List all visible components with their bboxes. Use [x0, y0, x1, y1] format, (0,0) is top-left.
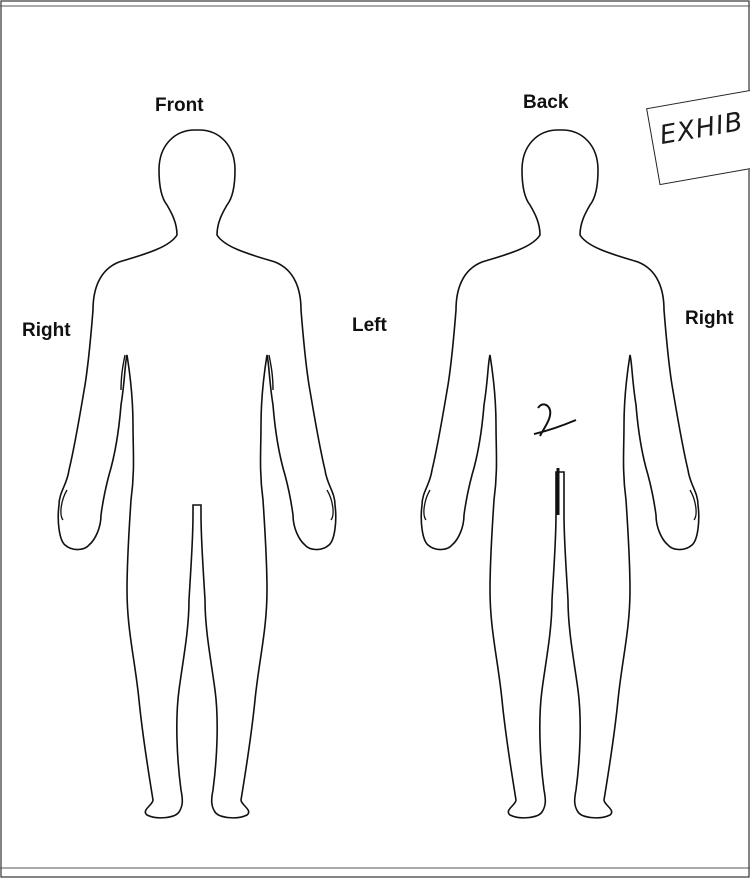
front-left-thumb	[61, 490, 67, 520]
handwritten-mark-7	[534, 404, 576, 436]
back-left-thumb	[424, 490, 430, 520]
right-label-front: Right	[22, 320, 71, 342]
back-right-thumb	[690, 490, 696, 520]
left-label-front: Left	[352, 315, 387, 337]
exhibit-stamp-text: EXHIB	[658, 107, 746, 151]
front-label: Front	[155, 95, 204, 117]
front-right-thumb	[327, 490, 333, 520]
back-body-path	[421, 130, 699, 818]
front-body-outline	[58, 130, 336, 818]
front-body-path	[58, 130, 336, 818]
right-label-back: Right	[685, 308, 734, 330]
back-body-outline	[421, 130, 699, 818]
back-label: Back	[523, 92, 568, 114]
